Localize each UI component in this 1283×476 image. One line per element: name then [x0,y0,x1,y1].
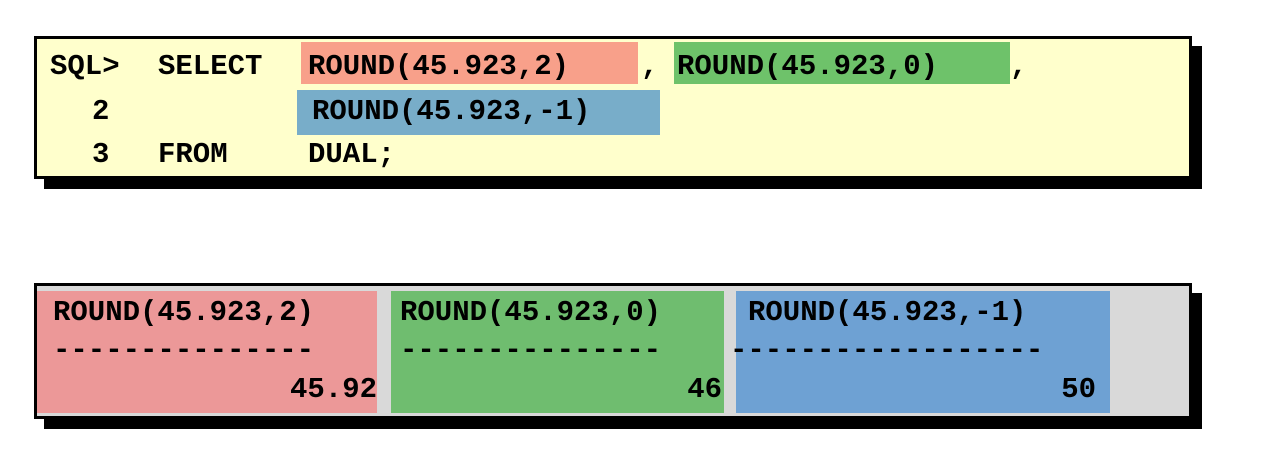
column-value: 50 [1061,373,1096,406]
column-header: ROUND(45.923,-1) [748,296,1027,329]
comma-1: , [641,50,659,83]
line-number-3: 3 [92,138,110,171]
column-value: 46 [687,373,722,406]
expr2-text: ROUND(45.923,0) [677,50,939,83]
comma-2: , [1010,50,1028,83]
column-separator: --------------- [53,334,315,367]
query-result-panel: ROUND(45.923,2) --------------- 45.92 RO… [34,283,1192,419]
select-keyword: SELECT [158,50,263,83]
expr3-highlight [297,90,660,135]
expr1-highlight [301,42,638,84]
sql-prompt: SQL> [50,50,120,83]
column-header: ROUND(45.923,0) [400,296,662,329]
table-name: DUAL; [308,138,396,171]
column-header: ROUND(45.923,2) [53,296,315,329]
expr1-text: ROUND(45.923,2) [308,50,570,83]
sql-query-panel: SQL> SELECT ROUND(45.923,2) , ROUND(45.9… [34,36,1192,179]
from-keyword: FROM [158,138,228,171]
column-separator: ------------------ [730,334,1044,367]
result-column-round-neg1: ROUND(45.923,-1) ------------------ 50 [730,291,1110,413]
result-column-round-0: ROUND(45.923,0) --------------- 46 [391,291,724,413]
expr2-highlight [674,42,1010,84]
result-column-round-2: ROUND(45.923,2) --------------- 45.92 [37,291,377,413]
column-value: 45.92 [289,373,377,406]
line-number-2: 2 [92,95,110,128]
expr3-text: ROUND(45.923,-1) [312,95,591,128]
column-separator: --------------- [400,334,662,367]
